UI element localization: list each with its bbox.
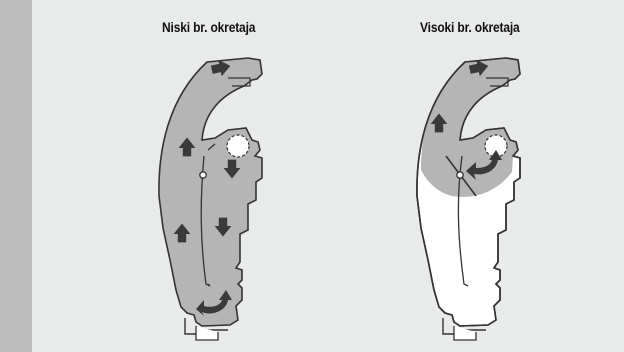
low-port-circle bbox=[227, 135, 249, 157]
low-pivot bbox=[200, 172, 206, 178]
high-rpm-diagram bbox=[417, 58, 520, 340]
high-pivot bbox=[457, 172, 463, 178]
low-fluid-housing bbox=[159, 58, 262, 326]
low-rpm-diagram bbox=[159, 58, 262, 340]
